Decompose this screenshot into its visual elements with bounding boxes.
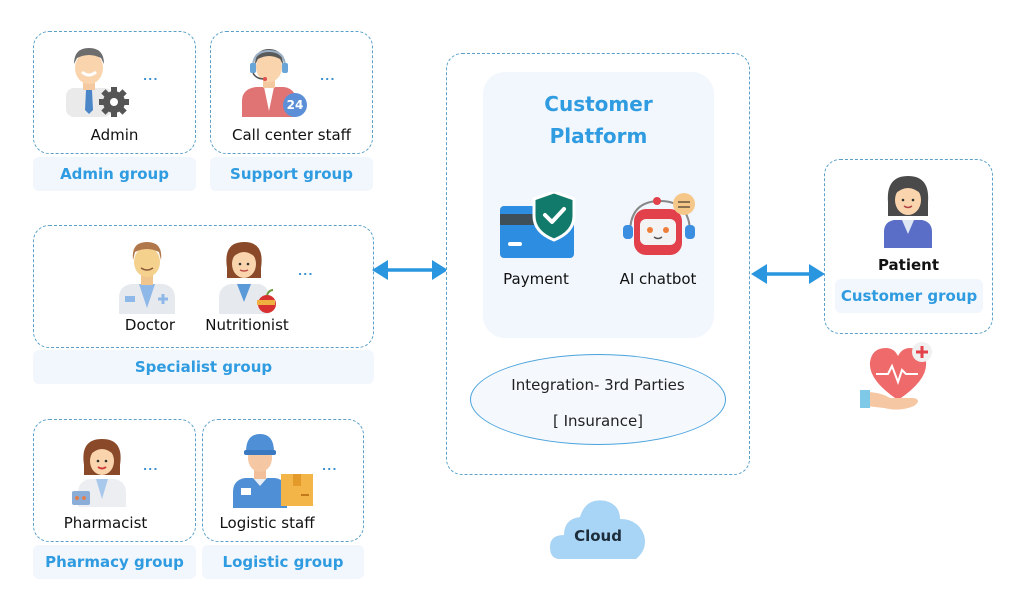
call-center-avatar-icon: 24 xyxy=(238,45,310,117)
pharmacist-avatar-icon xyxy=(72,435,128,507)
specialist-more-indicator: ... xyxy=(298,265,314,278)
admin-avatar-icon xyxy=(60,42,132,117)
admin-role-label: Admin xyxy=(90,126,139,144)
admin-group-label: Admin group xyxy=(33,157,196,191)
customer-group-label: Customer group xyxy=(835,279,983,313)
doctor-avatar-icon xyxy=(117,236,177,314)
robot-chatbot-icon xyxy=(620,193,698,257)
specialist-card xyxy=(33,225,374,348)
nutritionist-role-label: Nutritionist xyxy=(205,316,289,334)
bidirectional-arrow-left xyxy=(372,260,448,280)
ai-chatbot-feature-label: AI chatbot xyxy=(619,270,697,288)
24-hours-badge: 24 xyxy=(286,98,304,112)
logistic-group-label: Logistic group xyxy=(202,545,364,579)
doctor-role-label: Doctor xyxy=(124,316,176,334)
cloud-label: Cloud xyxy=(574,527,622,545)
logistic-more-indicator: ... xyxy=(322,460,338,473)
pharmacist-role-label: Pharmacist xyxy=(63,514,148,532)
logistic-staff-role-label: Logistic staff xyxy=(219,514,315,532)
support-more-indicator: ... xyxy=(320,70,336,83)
cloud-icon: Cloud xyxy=(550,497,646,559)
platform-title-line2: Platform xyxy=(549,124,648,148)
integration-ellipse: Integration- 3rd Parties [ Insurance] xyxy=(470,354,726,445)
integration-label: Integration- 3rd Parties xyxy=(511,376,685,394)
pharmacy-group-label: Pharmacy group xyxy=(33,545,196,579)
payment-feature-label: Payment xyxy=(503,270,569,288)
patient-avatar-icon xyxy=(882,172,934,248)
patient-role-label: Patient xyxy=(877,256,940,274)
heart-care-icon xyxy=(860,340,936,412)
support-group-label: Support group xyxy=(210,157,373,191)
nutritionist-avatar-icon xyxy=(217,238,279,314)
call-center-role-label: Call center staff xyxy=(231,126,352,144)
specialist-group-label: Specialist group xyxy=(33,350,374,384)
payment-shield-icon xyxy=(500,190,576,258)
admin-more-indicator: ... xyxy=(143,70,159,83)
platform-title-line1: Customer xyxy=(544,92,653,116)
bidirectional-arrow-right xyxy=(751,264,825,284)
insurance-label: [ Insurance] xyxy=(552,412,644,430)
pharmacy-more-indicator: ... xyxy=(143,460,159,473)
logistic-staff-avatar-icon xyxy=(231,432,315,508)
